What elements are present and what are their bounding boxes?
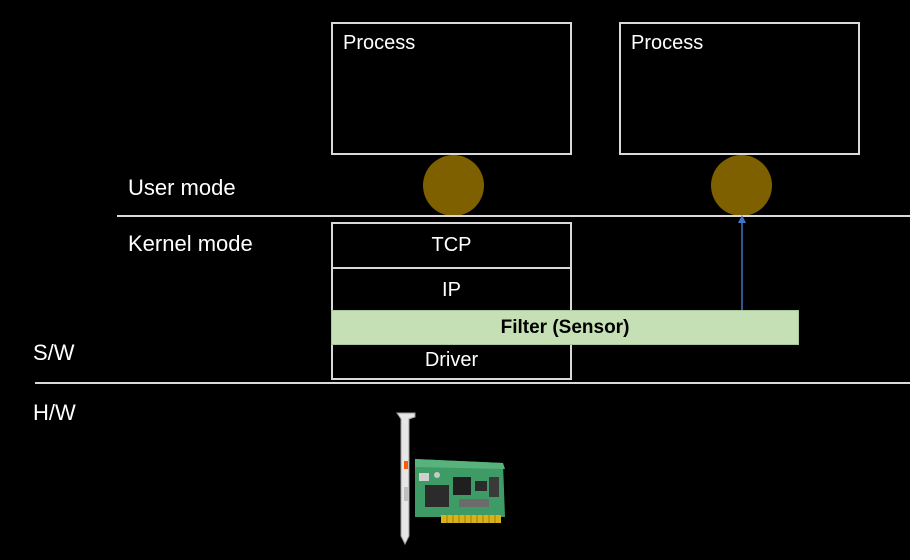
process-title-2: Process [631, 32, 704, 54]
software-label: S/W [33, 340, 75, 365]
process-title-1: Process [343, 32, 416, 54]
up-arrow-icon [738, 215, 746, 310]
process-box-2: Process [619, 22, 860, 155]
user-kernel-divider [117, 215, 910, 217]
user-mode-label: User mode [128, 175, 236, 200]
socket-circle-icon [711, 155, 772, 216]
socket-circle-icon [423, 155, 484, 216]
tcp-layer: TCP [331, 222, 572, 269]
driver-layer: Driver [331, 343, 572, 380]
process-box-1: Process [331, 22, 572, 155]
kernel-mode-label: Kernel mode [128, 231, 253, 256]
ip-layer: IP [331, 267, 572, 313]
filter-sensor-layer: Filter (Sensor) [331, 310, 799, 345]
sw-hw-divider [35, 382, 910, 384]
network-card-icon [396, 412, 505, 546]
hardware-label: H/W [33, 400, 76, 425]
